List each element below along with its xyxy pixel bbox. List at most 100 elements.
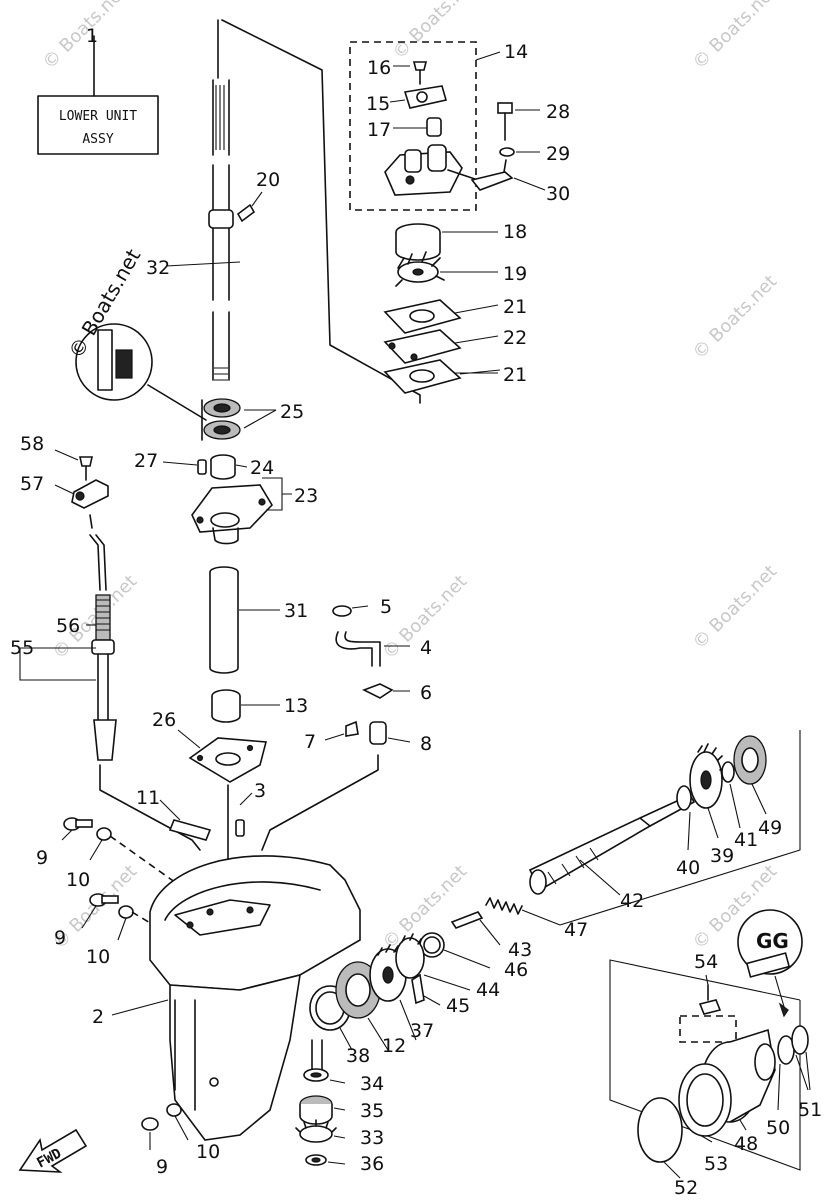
label-51: 51	[798, 1099, 822, 1121]
label-32: 32	[146, 257, 170, 279]
plate-26	[177, 729, 268, 871]
detail-circle	[75, 323, 207, 421]
label-14: 14	[504, 41, 528, 63]
assy-box-line1: LOWER UNIT	[59, 109, 137, 124]
label-45: 45	[446, 995, 470, 1017]
label-36: 36	[360, 1153, 384, 1175]
label-35: 35	[360, 1100, 384, 1122]
label-40: 40	[676, 857, 700, 879]
label-25: 25	[280, 401, 304, 423]
label-7: 7	[304, 731, 316, 753]
label-31: 31	[284, 600, 308, 622]
label-1: 1	[86, 25, 98, 47]
label-20: 20	[256, 169, 280, 191]
label-6: 6	[420, 682, 432, 704]
watermark-3: © Boats.net	[689, 0, 781, 74]
pin-20	[236, 191, 263, 223]
label-57: 57	[20, 473, 44, 495]
drive-shaft	[208, 19, 421, 404]
label-30: 30	[546, 183, 570, 205]
label-58: 58	[20, 433, 44, 455]
label-41: 41	[734, 829, 758, 851]
label-9a: 9	[36, 847, 48, 869]
watermark-1: © Boats.net	[39, 0, 131, 74]
label-10a: 10	[66, 869, 90, 891]
label-38: 38	[346, 1045, 370, 1067]
label-55: 55	[10, 637, 34, 659]
label-27: 27	[134, 450, 158, 472]
bolts-and-washers	[61, 817, 201, 1150]
gg-badge-text: GG	[756, 929, 789, 953]
prop-shaft-housing-group: GG	[609, 909, 811, 1179]
watermark-2: © Boats.net	[389, 0, 481, 64]
label-2: 2	[92, 1006, 104, 1028]
watermark-4: © Boats.net	[689, 271, 781, 363]
label-4: 4	[420, 637, 432, 659]
label-11: 11	[136, 787, 160, 809]
label-49: 49	[758, 817, 782, 839]
pump-insert-18	[395, 223, 498, 261]
label-10c: 10	[196, 1141, 220, 1163]
label-21a: 21	[503, 296, 527, 318]
label-48: 48	[734, 1133, 758, 1155]
label-17: 17	[367, 119, 391, 141]
label-53: 53	[704, 1153, 728, 1175]
label-43: 43	[508, 939, 532, 961]
label-52: 52	[674, 1177, 698, 1199]
bolt-washer-bracket	[470, 102, 546, 191]
watermarks: © Boats.net © Boats.net © Boats.net © Bo…	[39, 0, 781, 954]
driveshaft-tube-31	[209, 566, 280, 674]
label-56: 56	[56, 615, 80, 637]
propeller-shaft-group	[528, 730, 801, 926]
label-23: 23	[294, 485, 318, 507]
bearing-13	[211, 689, 280, 723]
shift-rod-assembly	[19, 449, 201, 851]
label-9b: 9	[54, 927, 66, 949]
label-42: 42	[620, 890, 644, 912]
watermark-shaft: © Boats.net	[64, 245, 146, 363]
label-5: 5	[380, 596, 392, 618]
assy-box-line2: ASSY	[82, 132, 113, 147]
label-16: 16	[367, 57, 391, 79]
oil-seal-housing	[162, 454, 292, 545]
leaders	[165, 261, 501, 375]
label-18: 18	[503, 221, 527, 243]
label-44: 44	[476, 979, 500, 1001]
label-10b: 10	[86, 946, 110, 968]
label-50: 50	[766, 1117, 790, 1139]
label-37: 37	[410, 1020, 434, 1042]
label-46: 46	[504, 959, 528, 981]
impeller-19	[395, 251, 498, 287]
fwd-arrow: FWD	[18, 1128, 88, 1173]
label-15: 15	[366, 93, 390, 115]
label-9c: 9	[156, 1156, 168, 1178]
label-26: 26	[152, 709, 176, 731]
label-3: 3	[254, 780, 266, 802]
gaskets-plate	[383, 299, 499, 394]
lower-unit-assy-box: LOWER UNIT ASSY	[37, 35, 159, 155]
anode-and-dowel	[159, 792, 253, 841]
label-24: 24	[250, 457, 274, 479]
bearing-set-25	[201, 398, 277, 441]
water-tube-parts	[261, 605, 411, 851]
label-28: 28	[546, 101, 570, 123]
shift-plunger-spring	[419, 897, 561, 969]
water-pump-assembly	[349, 41, 501, 211]
label-8: 8	[420, 733, 432, 755]
label-47: 47	[564, 919, 588, 941]
label-12: 12	[382, 1035, 406, 1057]
label-34: 34	[360, 1073, 384, 1095]
watermark-7: © Boats.net	[689, 561, 781, 653]
label-54: 54	[694, 951, 718, 973]
label-19: 19	[503, 263, 527, 285]
lower-case-2	[111, 855, 361, 1141]
label-13: 13	[284, 695, 308, 717]
label-21b: 21	[503, 364, 527, 386]
label-29: 29	[546, 143, 570, 165]
label-22: 22	[503, 327, 527, 349]
part-numbers: 1 2 3 4 5 6 7 8 9 10 9 10 9 10 11 12 13 …	[10, 25, 822, 1199]
label-39: 39	[710, 845, 734, 867]
label-33: 33	[360, 1127, 384, 1149]
pinion-group	[295, 1039, 346, 1166]
